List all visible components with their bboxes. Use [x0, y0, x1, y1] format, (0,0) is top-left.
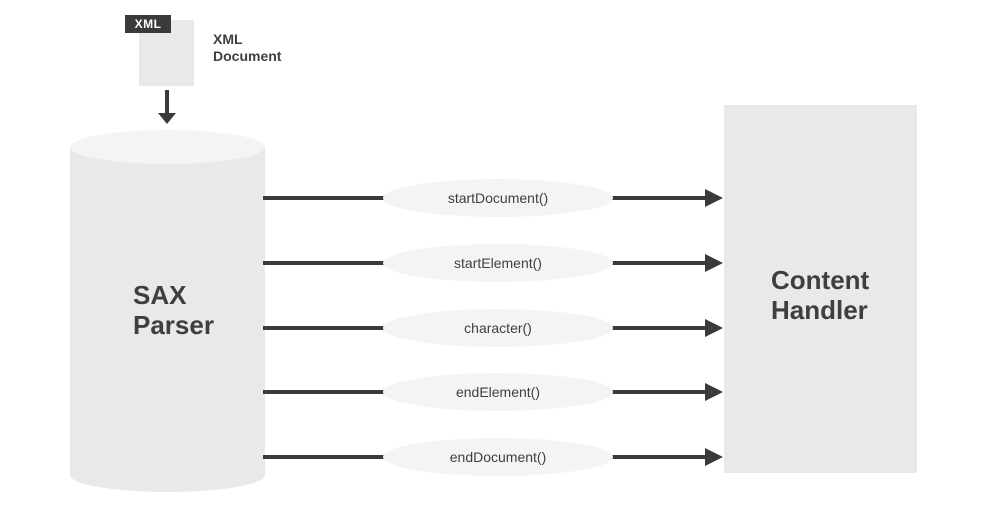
event-row-startelement: startElement() [263, 244, 723, 282]
content-handler-label-line1: Content [771, 265, 870, 295]
event-row-endelement: endElement() [263, 373, 723, 411]
event-ellipse: startElement() [383, 244, 613, 282]
event-row-character: character() [263, 309, 723, 347]
content-handler-node: Content Handler [724, 105, 917, 473]
event-label: endElement() [455, 384, 541, 400]
event-row-enddocument: endDocument() [263, 438, 723, 476]
sax-parser-node: SAX Parser [70, 130, 265, 492]
event-ellipse: endDocument() [383, 438, 613, 476]
xml-document-label-line2: Document [213, 48, 282, 64]
event-ellipse: character() [383, 309, 613, 347]
down-arrow-shaft [165, 90, 169, 113]
event-arrowhead-icon [705, 319, 723, 337]
content-handler-label: Content Handler [771, 265, 869, 325]
sax-parser-label: SAX Parser [133, 280, 214, 340]
xml-document-label-line1: XML [213, 31, 243, 47]
event-label: startElement() [454, 255, 542, 271]
event-arrowhead-icon [705, 189, 723, 207]
xml-document-label: XML Document [213, 31, 281, 65]
content-handler-label-line2: Handler [771, 295, 868, 325]
sax-parser-label-line1: SAX [133, 280, 187, 310]
sax-parser-cylinder-top [70, 130, 265, 164]
event-arrowhead-icon [705, 383, 723, 401]
event-arrowhead-icon [705, 448, 723, 466]
sax-parser-cylinder-body [70, 147, 265, 492]
event-row-startdocument: startDocument() [263, 179, 723, 217]
xml-badge: XML [125, 15, 171, 33]
sax-parser-label-line2: Parser [133, 310, 214, 340]
down-arrow-icon [158, 90, 176, 124]
event-ellipse: startDocument() [383, 179, 613, 217]
event-label: startDocument() [447, 190, 549, 206]
event-ellipse: endElement() [383, 373, 613, 411]
event-label: character() [464, 320, 532, 336]
down-arrow-head [158, 113, 176, 124]
event-label: endDocument() [449, 449, 547, 465]
event-arrowhead-icon [705, 254, 723, 272]
